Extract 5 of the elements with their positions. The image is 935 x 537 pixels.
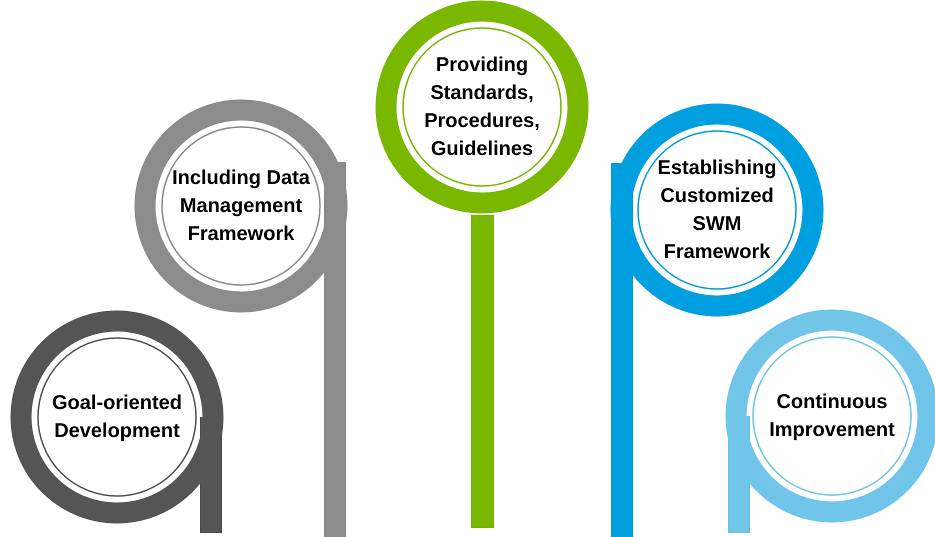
node-label: Goal-oriented Development [50, 391, 183, 444]
node-label: Providing Standards, Procedures, Guidelines [423, 53, 541, 162]
node-label: Continuous Improvement [768, 390, 896, 443]
node-label: Including Data Management Framework [171, 166, 311, 247]
node-label: Establishing Customized SWM Framework [656, 156, 778, 265]
